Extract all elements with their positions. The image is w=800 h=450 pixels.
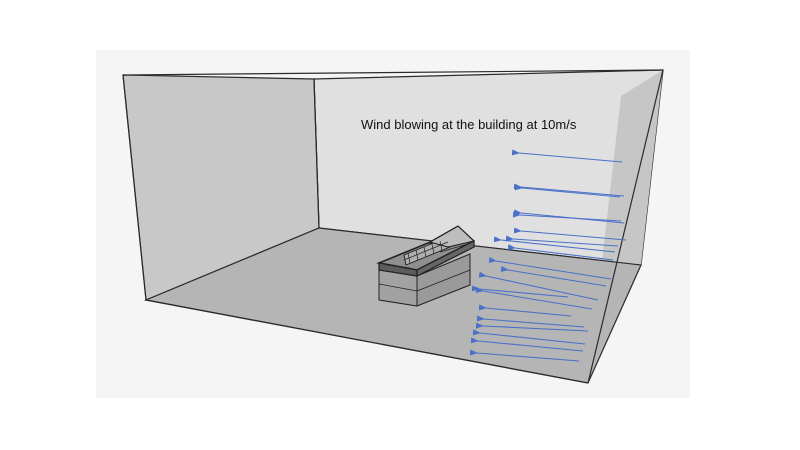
- wind-arrow: [513, 183, 625, 197]
- building-model: [376, 225, 476, 307]
- wind-arrow: [500, 265, 607, 287]
- wind-arrow: [469, 349, 580, 362]
- box-edges: [122, 69, 664, 384]
- wind-arrow: [478, 271, 599, 301]
- wind-arrow: [511, 149, 623, 163]
- wind-arrow: [512, 211, 622, 222]
- wind-arrows: [469, 149, 627, 362]
- wind-arrow: [488, 256, 612, 280]
- wind-annotation: Wind blowing at the building at 10m/s: [361, 117, 577, 132]
- wind-arrow: [514, 184, 621, 198]
- wind-arrow: [476, 315, 585, 328]
- wind-arrow: [478, 304, 572, 317]
- wind-arrow: [472, 329, 586, 345]
- wind-arrow: [475, 286, 593, 310]
- wind-arrow: [471, 285, 569, 298]
- wind-arrow: [475, 322, 589, 332]
- wind-arrow: [505, 235, 619, 247]
- wind-arrow: [513, 227, 627, 241]
- wind-arrow: [470, 337, 584, 352]
- wind-arrow: [493, 236, 616, 253]
- wind-arrow: [507, 244, 614, 261]
